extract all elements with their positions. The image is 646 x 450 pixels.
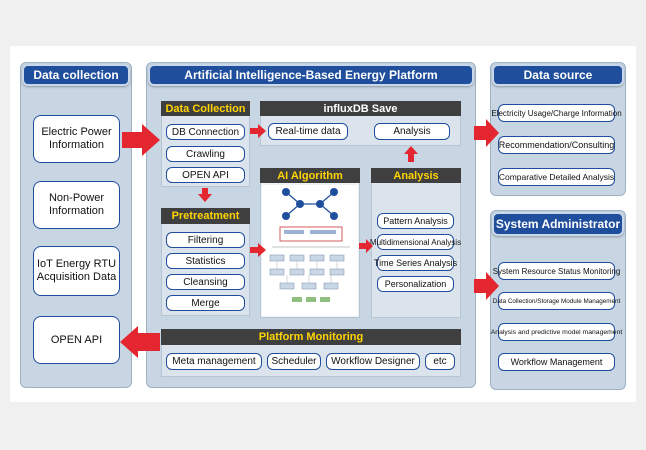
- open-api-item: OPEN API: [166, 167, 245, 183]
- scheduler-item: Scheduler: [267, 353, 321, 370]
- recommendation-consulting-item: Recommendation/Consulting: [498, 136, 615, 154]
- non-power-information-box: Non-Power Information: [33, 181, 120, 229]
- multidimensional-analysis-item: Multidimensional Analysis: [370, 234, 461, 250]
- platform-monitoring-header: Platform Monitoring: [161, 329, 461, 345]
- comparative-analysis-item: Comparative Detailed Analysis: [498, 168, 615, 186]
- cleansing-item: Cleansing: [166, 274, 245, 290]
- meta-management-item: Meta management: [166, 353, 262, 370]
- db-connection-item: DB Connection: [166, 124, 245, 140]
- energy-platform-header: Artificial Intelligence-Based Energy Pla…: [148, 64, 474, 86]
- module-management-item: Data Collection/Storage Module Managemen…: [493, 292, 620, 310]
- merge-item: Merge: [166, 295, 245, 311]
- ai-algorithm-section-header: AI Algorithm: [260, 168, 360, 183]
- influxdb-section-header: influxDB Save: [260, 101, 461, 116]
- model-management-item: Analysis and predictive model management: [491, 323, 622, 341]
- analysis-section-header: Analysis: [371, 168, 461, 183]
- data-source-header: Data source: [492, 64, 624, 86]
- filtering-item: Filtering: [166, 232, 245, 248]
- pretreatment-section-header: Pretreatment: [161, 208, 250, 224]
- personalization-item: Personalization: [377, 276, 454, 292]
- workflow-designer-item: Workflow Designer: [326, 353, 420, 370]
- electricity-usage-item: Electricity Usage/Charge Information: [491, 104, 622, 122]
- electric-power-information-box: Electric Power Information: [33, 115, 120, 163]
- system-administrator-header: System Administrator: [492, 212, 624, 236]
- etc-item: etc: [425, 353, 455, 370]
- workflow-management-item: Workflow Management: [498, 353, 615, 371]
- analysis-save-item: Analysis: [374, 123, 450, 140]
- resource-monitoring-item: System Resource Status Monitoring: [493, 262, 620, 280]
- time-series-analysis-item: Time Series Analysis: [374, 255, 457, 271]
- crawling-item: Crawling: [166, 146, 245, 162]
- pattern-analysis-item: Pattern Analysis: [377, 213, 454, 229]
- statistics-item: Statistics: [166, 253, 245, 269]
- data-collection-header: Data collection: [22, 64, 130, 86]
- iot-energy-rtu-box: IoT Energy RTU Acquisition Data: [33, 246, 120, 296]
- open-api-box: OPEN API: [33, 316, 120, 364]
- real-time-data-item: Real-time data: [268, 123, 348, 140]
- ai-algorithm-illustration: [262, 185, 358, 316]
- data-collection-section-header: Data Collection: [161, 101, 250, 116]
